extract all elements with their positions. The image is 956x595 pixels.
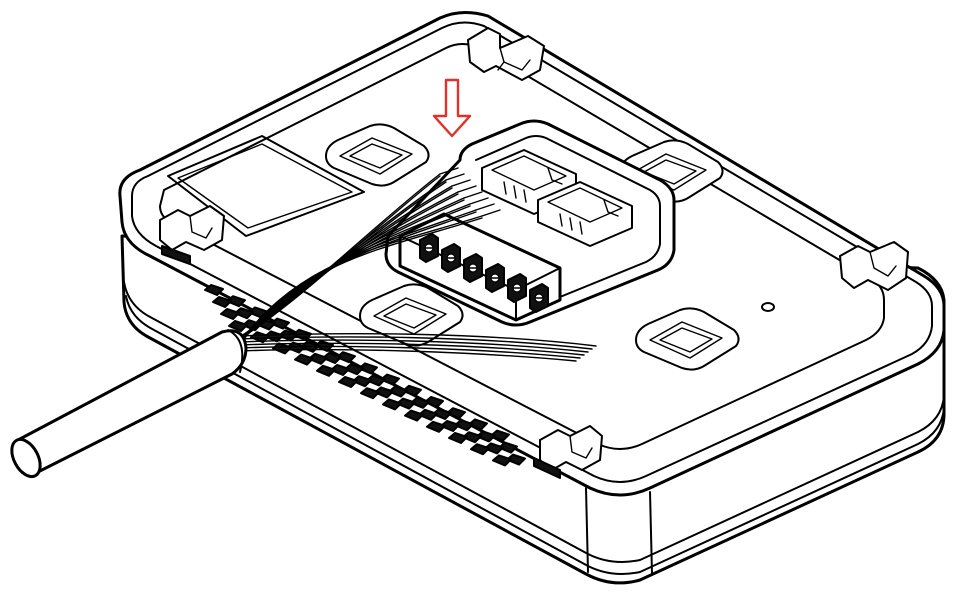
vent-hole	[468, 418, 488, 431]
vent-hole	[366, 374, 386, 387]
vent-hole	[344, 363, 364, 376]
vent-hole	[204, 284, 224, 296]
vent-hole	[330, 364, 350, 376]
vent-hole	[360, 387, 380, 400]
screw-boss-bottom-right	[635, 307, 740, 371]
screw-boss-top-left	[325, 123, 430, 187]
vent-hole	[316, 364, 336, 377]
wire-loose-end	[239, 333, 597, 347]
vent-hole	[352, 375, 372, 388]
vent-hole	[498, 441, 518, 454]
vent-hole	[440, 420, 460, 432]
vent-hole	[380, 373, 400, 386]
vent-hole	[492, 454, 512, 467]
vent-hole	[264, 330, 284, 343]
vent-hole	[220, 308, 240, 320]
terminal-screw	[529, 283, 549, 313]
vent-hole	[294, 353, 314, 366]
wire-loose-end	[239, 339, 589, 353]
vent-hole	[424, 396, 444, 408]
wire-loose-end	[239, 336, 593, 350]
vent-hole	[470, 443, 490, 456]
vent-hole	[270, 317, 290, 330]
vent-hole	[226, 295, 246, 308]
vent-hole	[382, 398, 402, 411]
terminal-screw	[507, 273, 527, 303]
vent-hole	[374, 386, 394, 399]
vent-hole	[336, 351, 356, 364]
rj-port-lower	[537, 181, 633, 247]
terminal-screw	[485, 263, 505, 293]
vent-hole	[234, 307, 254, 320]
terminal-block	[398, 212, 562, 322]
vent-hole	[462, 431, 482, 444]
terminal-screws	[419, 233, 549, 313]
vent-hole	[308, 352, 328, 365]
vent-hole	[490, 429, 510, 442]
wire-loose-end	[239, 345, 581, 359]
insertion-arrow	[432, 78, 472, 138]
wire-bundle	[235, 167, 597, 362]
alignment-hole	[761, 302, 775, 312]
vent-hole	[476, 430, 496, 443]
vent-hole	[272, 342, 292, 355]
vent-hole	[322, 352, 342, 364]
snap-clip-top	[467, 27, 545, 81]
vent-hole	[358, 362, 378, 375]
vent-hole	[396, 397, 416, 410]
side-slot-bottom	[533, 457, 561, 479]
vent-hole	[426, 420, 446, 433]
cable-jacket	[10, 329, 248, 479]
snap-clip-left	[159, 205, 225, 251]
vent-hole	[418, 408, 438, 421]
vent-hole	[410, 396, 430, 409]
vent-hole	[446, 407, 466, 420]
terminal-screw	[441, 243, 461, 273]
vent-hole	[432, 408, 452, 420]
side-slot-left	[161, 245, 191, 265]
snap-clip-right	[839, 241, 909, 291]
vent-hole	[506, 453, 526, 466]
vent-hole	[404, 409, 424, 422]
vent-hole	[338, 376, 358, 388]
vent-hole	[484, 442, 504, 455]
vent-hole	[448, 432, 468, 444]
vent-hole	[212, 296, 232, 308]
wire-loose-end	[239, 342, 585, 356]
vent-hole	[228, 320, 248, 332]
terminal-screw	[419, 233, 439, 263]
wire-loose-end	[239, 348, 577, 362]
wire	[235, 209, 501, 351]
screw-boss-bottom-left	[359, 283, 464, 347]
vent-hole	[402, 384, 422, 397]
terminal-screw	[463, 253, 483, 283]
vent-hole	[454, 419, 474, 432]
vent-hole	[388, 385, 408, 398]
